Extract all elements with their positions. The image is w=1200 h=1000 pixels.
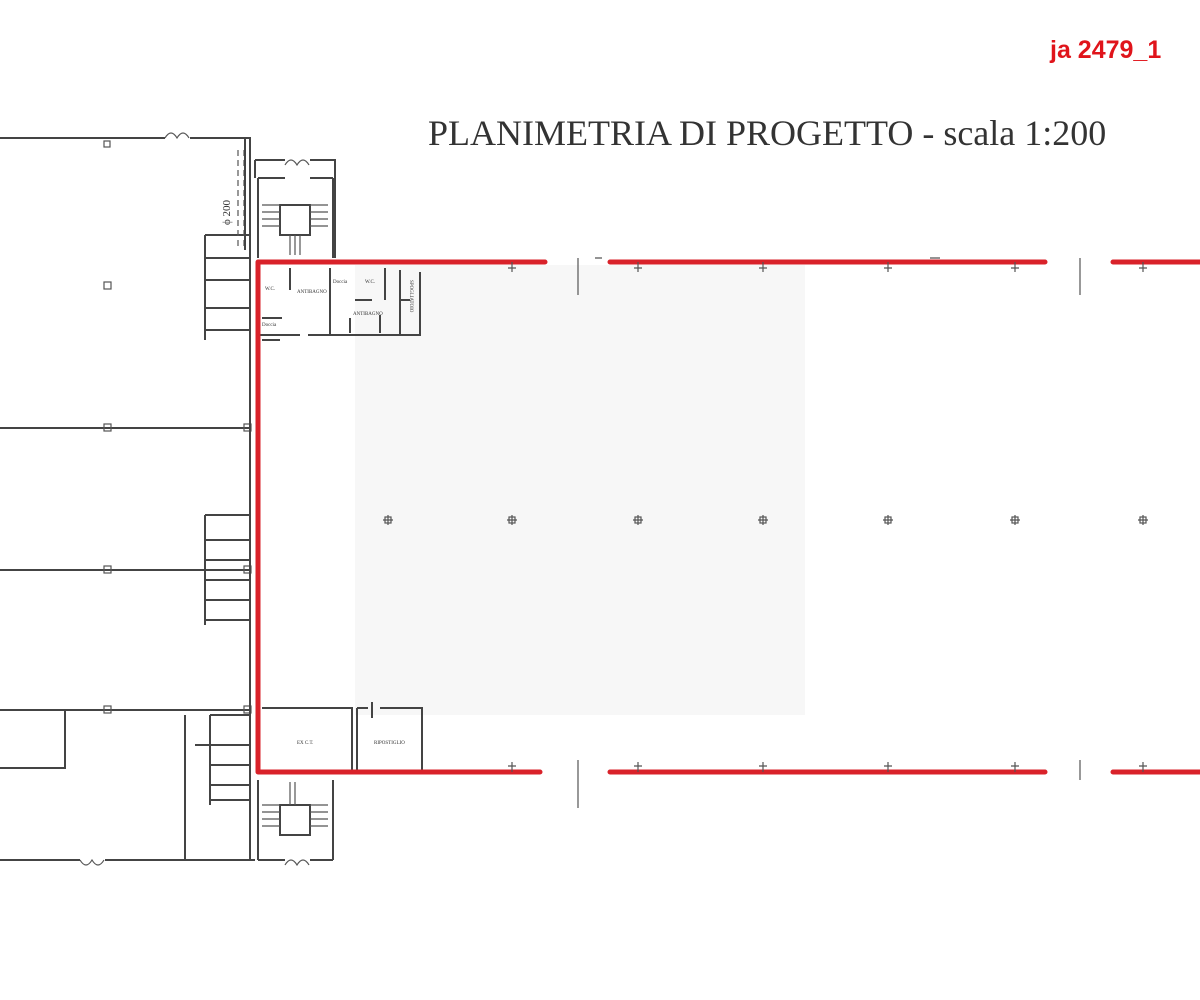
room-antibagno-1: ANTIBAGNO bbox=[297, 290, 327, 295]
room-antibagno-2: ANTIBAGNO bbox=[353, 312, 383, 317]
bottom-stair bbox=[257, 780, 334, 867]
highlighted-perimeter bbox=[255, 259, 1200, 775]
room-doccia-2: Doccia bbox=[262, 323, 277, 328]
dimension-label: ϕ 200 bbox=[221, 199, 233, 225]
service-rooms-top: W.C. ANTIBAGNO Doccia Doccia W.C. ANTIBA… bbox=[258, 268, 421, 341]
partition-marks bbox=[577, 257, 1081, 808]
service-rooms-bottom: EX C.T. RIPOSTIGLIO bbox=[262, 702, 423, 772]
drawing-code: ja 2479_1 bbox=[1050, 36, 1162, 64]
room-wc-1: W.C. bbox=[265, 287, 275, 292]
top-stair bbox=[254, 159, 336, 258]
columns bbox=[383, 262, 1148, 772]
room-wc-2: W.C. bbox=[365, 280, 375, 285]
faded-area bbox=[355, 265, 805, 715]
drawing-title: PLANIMETRIA DI PROGETTO - scala 1:200 bbox=[428, 113, 1107, 153]
room-ex-ct: EX C.T. bbox=[297, 741, 313, 746]
left-building: ϕ 200 bbox=[0, 132, 255, 866]
room-spogliatoio: SPOGLIATOIO bbox=[408, 280, 413, 313]
room-ripostiglio: RIPOSTIGLIO bbox=[374, 741, 405, 746]
room-doccia-1: Doccia bbox=[333, 280, 348, 285]
